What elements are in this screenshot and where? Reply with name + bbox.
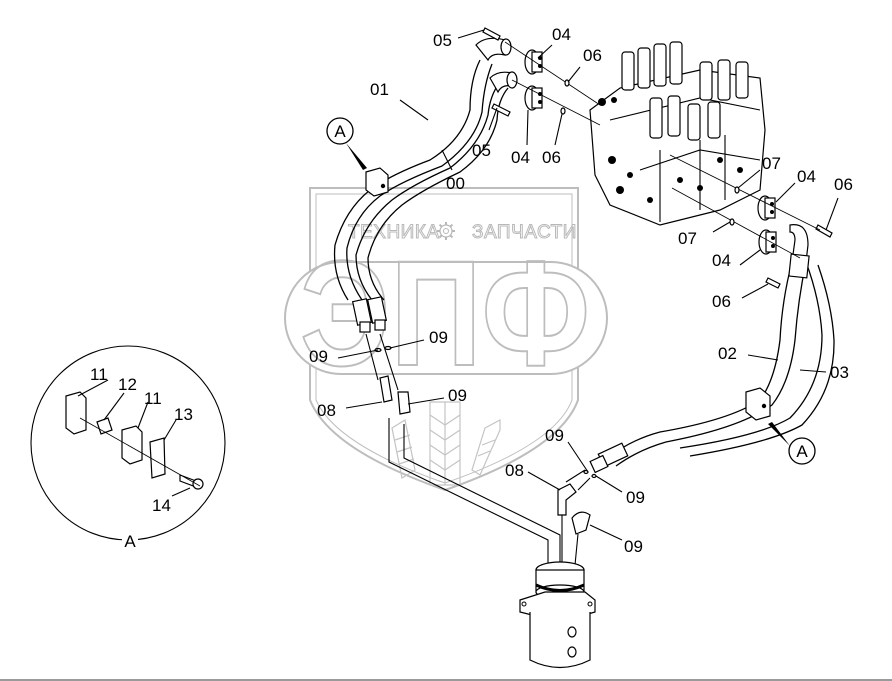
flange-04-top — [524, 49, 543, 75]
swing-motor — [519, 561, 596, 669]
elbow-08-right — [571, 511, 591, 535]
callout-09: 09 — [429, 328, 448, 347]
detail-view-labels: 11 12 11 13 14 A — [90, 365, 193, 551]
bolt-05-right-top — [815, 224, 833, 238]
flange-04-right-top — [757, 195, 776, 221]
detail-label-14: 14 — [152, 496, 171, 515]
valve-spools — [621, 41, 749, 141]
callout-05: 05 — [433, 31, 452, 50]
callout-06: 07 — [762, 154, 781, 173]
clamp-half-11a — [65, 391, 87, 435]
callout-06: 06 — [583, 46, 602, 65]
clamp-a-right — [745, 387, 771, 421]
detail-ref-upper[interactable]: A — [326, 117, 367, 170]
callout-labels: 05 04 06 01 05 04 06 00 07 04 06 07 04 0… — [309, 25, 853, 556]
callout-09: 09 — [309, 347, 328, 366]
callout-07: 08 — [505, 461, 524, 480]
callout-04: 04 — [511, 148, 530, 167]
elbow-07-left — [379, 375, 393, 403]
clamp-half-11b — [121, 425, 143, 465]
callout-08: 09 — [624, 537, 643, 556]
hose-02-03 — [557, 154, 835, 566]
callout-03: 03 — [830, 363, 849, 382]
callout-06: 06 — [542, 148, 561, 167]
detail-ref-upper-label: A — [334, 122, 346, 141]
detail-view-name: A — [124, 532, 136, 551]
detail-view-a — [30, 345, 226, 541]
watermark-text-right: ЗАПЧАСТИ — [472, 222, 577, 243]
plate-13 — [149, 437, 166, 479]
flange-04-right-bottom — [758, 229, 777, 255]
elbow-07-right — [557, 483, 577, 516]
callout-07: 08 — [317, 401, 336, 420]
detail-label-11: 11 — [144, 389, 162, 408]
hose-00-01 — [333, 27, 601, 415]
callout-05: 06 — [712, 292, 731, 311]
callout-02: 02 — [718, 344, 737, 363]
callout-01: 01 — [370, 80, 389, 99]
callout-00: 00 — [446, 174, 465, 193]
callout-05: 06 — [834, 175, 853, 194]
bottom-border — [0, 679, 892, 681]
bolt-05-right-bottom — [765, 277, 781, 289]
callout-04: 04 — [797, 167, 816, 186]
callout-04: 04 — [552, 25, 571, 44]
callout-09: 09 — [545, 426, 564, 445]
watermark-wheat — [391, 401, 501, 486]
watermark-logo: ЭПФ — [300, 229, 590, 397]
callout-04: 04 — [712, 251, 731, 270]
watermark-text-left: ТЕХНИКА — [348, 222, 440, 243]
detail-ref-right[interactable]: A — [768, 422, 816, 465]
callout-08: 09 — [448, 386, 467, 405]
leader-lines — [77, 29, 839, 541]
bolt-05-left — [491, 103, 511, 117]
gear-icon — [437, 222, 455, 240]
callout-06: 07 — [678, 229, 697, 248]
detail-label-12: 12 — [118, 375, 137, 394]
clamp-a-upper — [365, 167, 389, 197]
detail-label-11: 11 — [90, 365, 108, 384]
elbow-08-left — [397, 391, 411, 415]
control-valve — [589, 41, 766, 226]
pipes-to-motor — [388, 418, 561, 565]
callout-05: 05 — [472, 141, 491, 160]
detail-ref-right-label: A — [796, 442, 808, 461]
flange-04-lower — [524, 85, 543, 111]
callout-09: 09 — [626, 488, 645, 507]
detail-label-13: 13 — [174, 405, 193, 424]
